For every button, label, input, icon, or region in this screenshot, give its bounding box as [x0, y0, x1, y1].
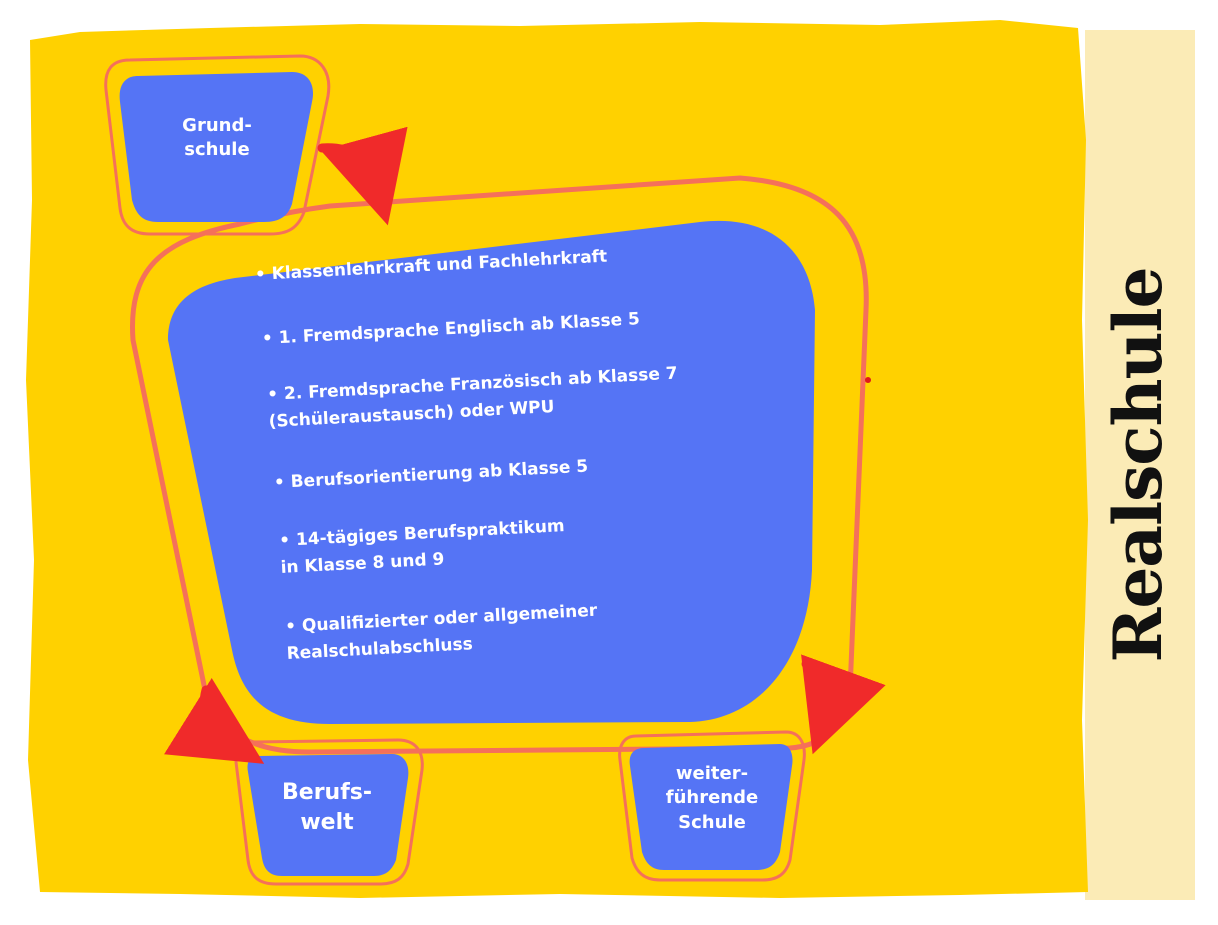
grundschule-shape: [119, 72, 314, 222]
side-panel: [1085, 30, 1195, 900]
weiterfuehrende-schule-label: weiter- führende Schule: [665, 763, 759, 833]
weiterfuehrende-shape: [629, 744, 793, 870]
grundschule-outline: [104, 54, 331, 236]
berufswelt-shape: [247, 754, 409, 876]
grundschule-label: Grund- schule: [182, 115, 252, 161]
arrow-realschule-to-weiterfuehrende: [801, 654, 886, 755]
red-dot: [865, 377, 871, 383]
page-title: Realschule: [1099, 267, 1177, 663]
arrow-grundschule-to-realschule: [317, 126, 408, 226]
arrow-realschule-to-berufswelt: [163, 677, 265, 764]
berufswelt-label: Berufs- welt: [282, 780, 372, 835]
main-box-shape: [168, 220, 815, 724]
